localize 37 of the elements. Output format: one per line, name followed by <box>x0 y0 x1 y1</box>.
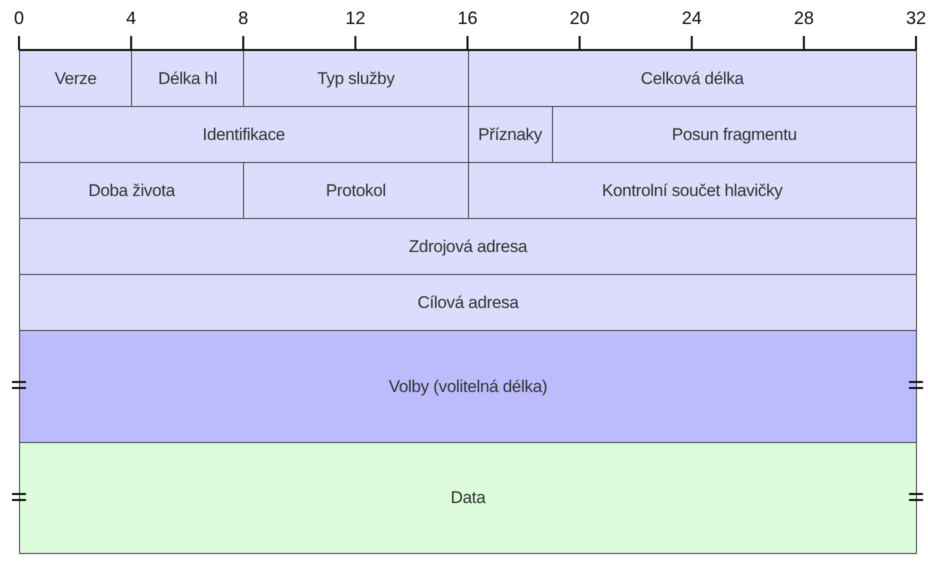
field-label: Kontrolní součet hlavičky <box>602 180 783 200</box>
field-box <box>243 50 468 107</box>
field-label: Typ služby <box>317 68 395 88</box>
field-label: Protokol <box>326 180 386 200</box>
field-label: Délka hl <box>158 68 218 88</box>
bit-number: 32 <box>906 8 926 29</box>
field-box <box>131 50 244 107</box>
field-label: Celková délka <box>640 68 744 88</box>
field-box <box>19 50 132 107</box>
bit-number: 8 <box>238 8 248 29</box>
bit-number: 28 <box>794 8 814 29</box>
field-label: Verze <box>54 68 97 88</box>
field-box <box>243 162 468 219</box>
field-box <box>468 106 553 163</box>
bit-number: 0 <box>14 8 24 29</box>
field-box <box>552 106 917 163</box>
field-box <box>19 218 917 275</box>
bit-number: 4 <box>126 8 136 29</box>
field-label: Data <box>450 488 486 508</box>
field-box <box>19 274 917 331</box>
field-label: Příznaky <box>478 124 542 144</box>
field-label: Posun fragmentu <box>672 124 797 144</box>
bit-number: 16 <box>457 8 478 29</box>
field-box <box>468 162 917 219</box>
bit-number: 20 <box>570 8 590 29</box>
field-label: Cílová adresa <box>418 292 518 312</box>
bit-number: 12 <box>345 8 366 29</box>
field-label: Doba života <box>88 180 175 200</box>
bit-number: 24 <box>682 8 702 29</box>
field-label: Volby (volitelná délka) <box>388 376 548 396</box>
field-box <box>468 50 917 107</box>
field-box <box>19 442 917 554</box>
field-box <box>19 162 244 219</box>
field-label: Identifikace <box>202 124 285 144</box>
field-label: Zdrojová adresa <box>408 236 528 256</box>
field-box <box>19 330 917 443</box>
field-box <box>19 106 468 163</box>
